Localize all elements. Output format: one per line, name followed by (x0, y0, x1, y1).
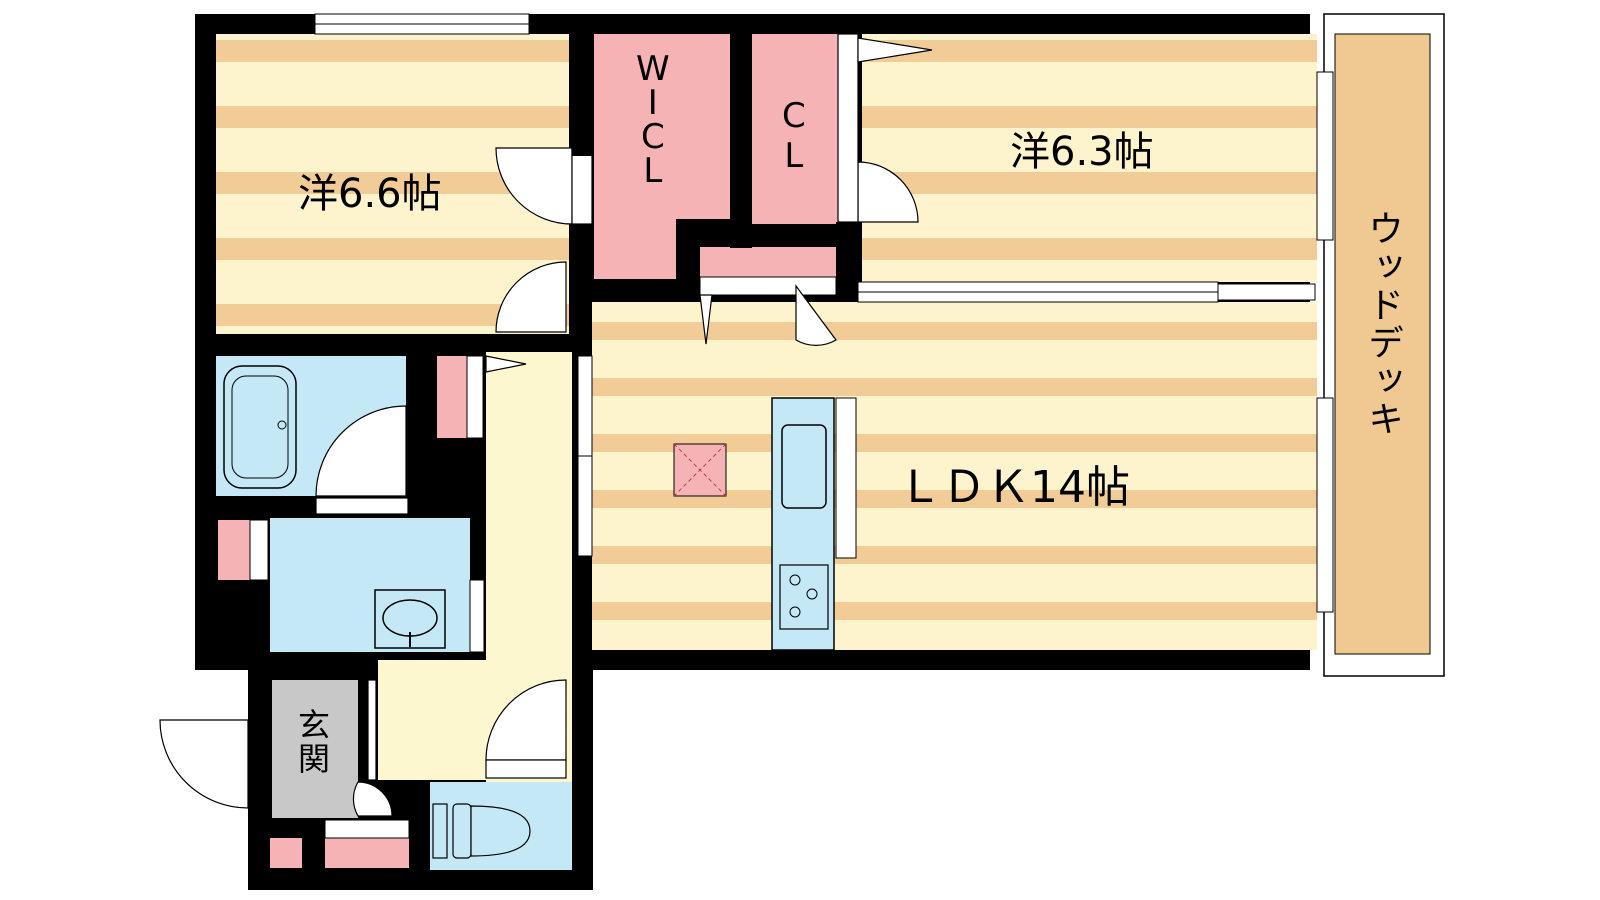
room-label-walk-in-closet: W I C L (636, 49, 670, 191)
room-label-western-right: 洋6.3帖 (1010, 129, 1154, 175)
wood-deck (1323, 13, 1445, 677)
room-label-entrance: 玄関 (293, 708, 331, 776)
kitchen-counter (771, 397, 857, 651)
walk-in-closet (594, 34, 730, 219)
room-label-western-left: 洋6.6帖 (298, 171, 442, 217)
entrance-floor (272, 680, 358, 818)
fridge-space (673, 443, 727, 497)
room-western-right-floor (862, 34, 1317, 282)
windows (314, 13, 1334, 653)
interior-walls (572, 34, 858, 302)
room-label-ldk: ＬＤＫ14帖 (898, 462, 1130, 513)
sliding-door[interactable] (857, 281, 1316, 303)
room-label-deck: ウッドデッキ (1362, 210, 1403, 438)
closet (752, 34, 838, 224)
room-label-closet: C L (782, 96, 806, 176)
